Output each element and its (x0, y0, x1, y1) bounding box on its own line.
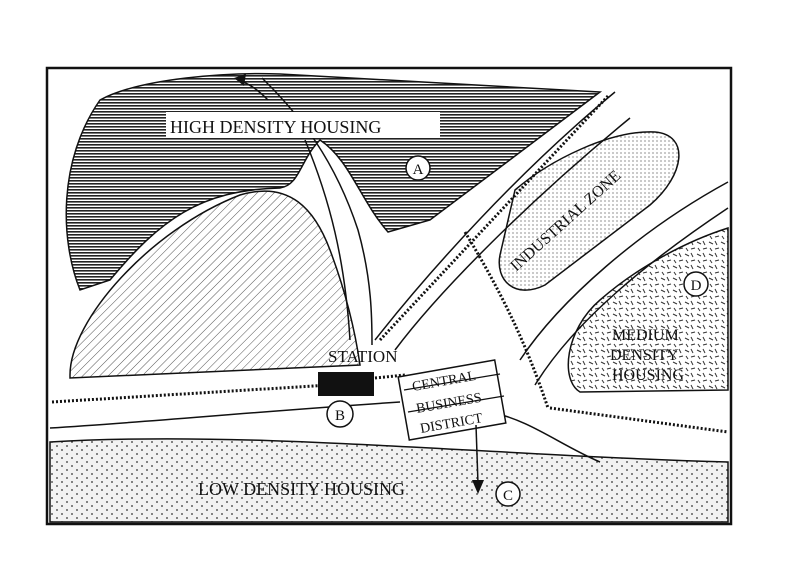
marker-a: A (405, 155, 431, 181)
station-building (318, 372, 374, 396)
hatched-land-area (69, 190, 361, 379)
medium-density-label-line2: DENSITY (610, 347, 679, 364)
medium-density-label-line1: MEDIUM (612, 327, 679, 344)
low-density-label: LOW DENSITY HOUSING (198, 479, 405, 499)
svg-text:D: D (691, 278, 702, 294)
railway-lines (51, 94, 729, 434)
station-label: STATION (328, 347, 397, 366)
svg-text:A: A (413, 162, 424, 178)
marker-c: C (495, 481, 521, 507)
marker-b: B (326, 400, 354, 428)
arrow-head-icon (234, 74, 246, 86)
marker-d: D (683, 271, 709, 297)
medium-density-housing-area (567, 226, 729, 393)
cbd-arrow (475, 424, 479, 485)
cbd-box (397, 359, 507, 441)
cbd-arrow-head-icon (472, 480, 484, 494)
high-density-label-bg (166, 112, 440, 138)
medium-density-label-line3: HOUSING (612, 367, 684, 384)
svg-text:C: C (503, 488, 513, 504)
svg-text:B: B (335, 408, 345, 424)
industrial-zone-area (498, 131, 680, 291)
high-density-label: HIGH DENSITY HOUSING (170, 117, 381, 137)
low-density-housing-area (49, 438, 729, 523)
